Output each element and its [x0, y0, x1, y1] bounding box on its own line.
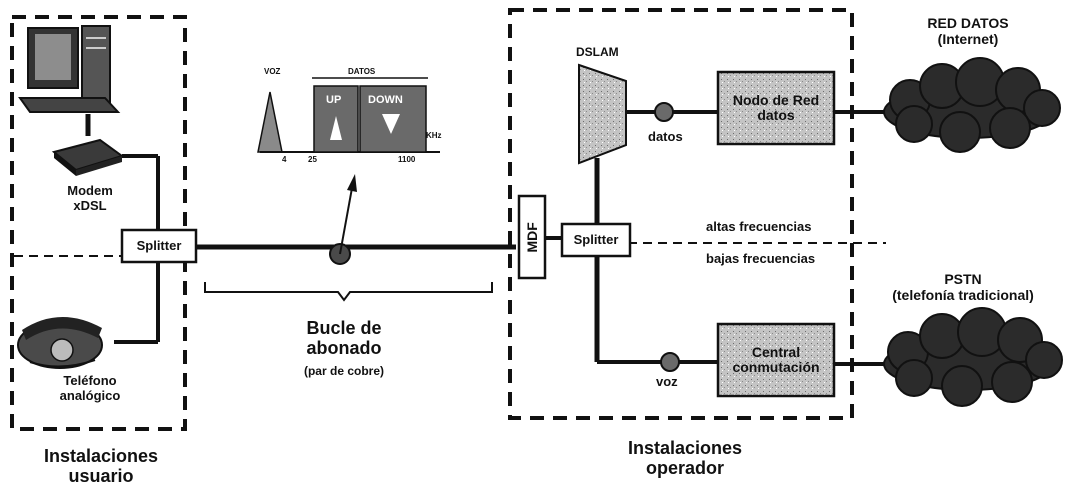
computer-icon	[20, 26, 118, 112]
datos-node	[655, 103, 673, 121]
voz-node	[661, 353, 679, 371]
spectrum-tick-4: 4	[282, 156, 286, 165]
dslam-label: DSLAM	[576, 46, 619, 59]
red-datos-label: RED DATOS(Internet)	[888, 16, 1048, 47]
loop-brace	[205, 282, 492, 300]
voz-label: voz	[656, 375, 678, 390]
spectrum-tick-25: 25	[308, 156, 317, 165]
internet-cloud	[884, 58, 1060, 152]
dslam-shape	[579, 65, 626, 163]
low-frequencies-label: bajas frecuencias	[706, 252, 815, 267]
spectrum-down-label: DOWN	[368, 94, 403, 106]
spectrum-voz-label: VOZ	[264, 68, 280, 77]
pstn-cloud	[884, 308, 1062, 406]
datos-label: datos	[648, 130, 683, 145]
mdf-label: MDF	[519, 196, 545, 278]
telephone-icon	[18, 317, 102, 368]
spectrum-inset	[258, 78, 440, 152]
modem-icon	[54, 140, 122, 176]
user-splitter-label: Splitter	[122, 230, 196, 262]
spectrum-tick-1100: 1100	[398, 156, 415, 165]
operator-splitter-label: Splitter	[562, 224, 630, 256]
spectrum-khz-label: KHz	[426, 132, 442, 141]
copper-pair-label: (par de cobre)	[284, 365, 404, 378]
spectrum-up-label: UP	[326, 94, 341, 106]
pstn-label: PSTN(telefonía tradicional)	[858, 272, 1068, 303]
high-frequencies-label: altas frecuencias	[706, 220, 812, 235]
central-conmutacion-label: Central conmutación	[722, 328, 830, 392]
nodo-red-datos-label: Nodo de Red datos	[722, 76, 830, 140]
spectrum-datos-label: DATOS	[348, 68, 375, 77]
